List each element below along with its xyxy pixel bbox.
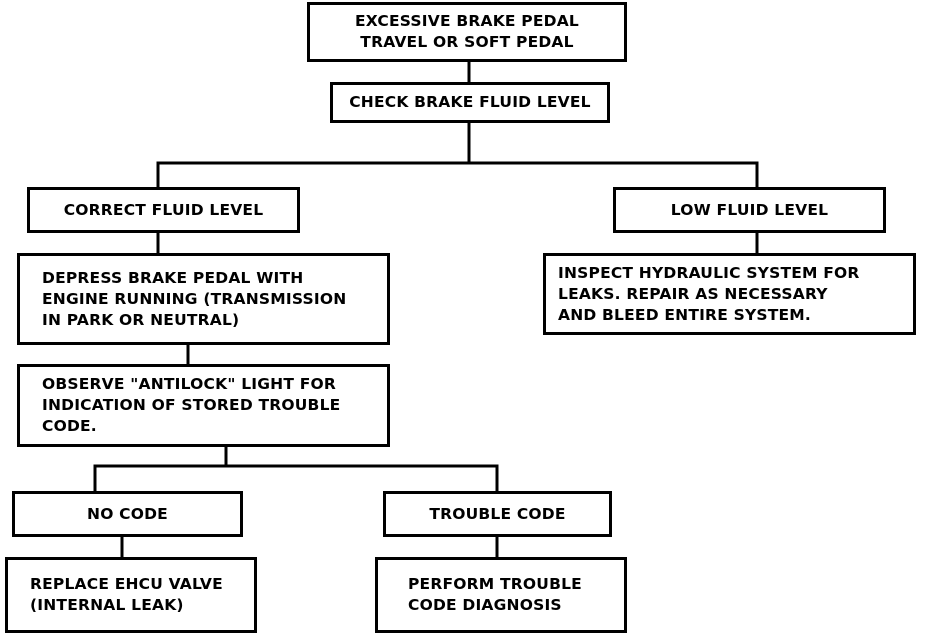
node-inspect-hydraulic-system: INSPECT HYDRAULIC SYSTEM FOR LEAKS. REPA… bbox=[543, 253, 916, 335]
node-check-brake-fluid-level: CHECK BRAKE FLUID LEVEL bbox=[330, 82, 610, 123]
node-observe-antilock-light: OBSERVE "ANTILOCK" LIGHT FOR INDICATION … bbox=[17, 364, 390, 447]
node-low-fluid-level: LOW FLUID LEVEL bbox=[613, 187, 886, 233]
node-no-code: NO CODE bbox=[12, 491, 243, 537]
node-correct-fluid-level: CORRECT FLUID LEVEL bbox=[27, 187, 300, 233]
node-replace-ehcu-valve: REPLACE EHCU VALVE (INTERNAL LEAK) bbox=[5, 557, 257, 633]
node-depress-brake-pedal: DEPRESS BRAKE PEDAL WITH ENGINE RUNNING … bbox=[17, 253, 390, 345]
node-excessive-brake-pedal: EXCESSIVE BRAKE PEDAL TRAVEL OR SOFT PED… bbox=[307, 2, 627, 62]
node-perform-trouble-code-diagnosis: PERFORM TROUBLE CODE DIAGNOSIS bbox=[375, 557, 627, 633]
node-trouble-code: TROUBLE CODE bbox=[383, 491, 612, 537]
